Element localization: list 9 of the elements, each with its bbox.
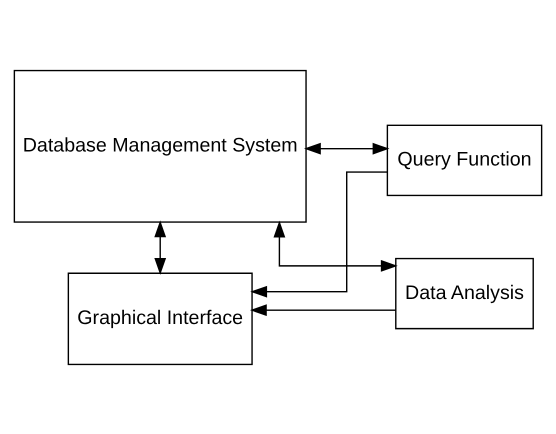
- arrow: [250, 304, 396, 316]
- arrow: [154, 220, 166, 274]
- arrow: [304, 142, 390, 154]
- arrow: [274, 220, 398, 272]
- arrow: [250, 170, 388, 298]
- node-box: Database Management System: [14, 69, 307, 222]
- node-box: Graphical Interface: [68, 272, 253, 365]
- node-box: Query Function: [386, 124, 542, 196]
- node-box: Data Analysis: [395, 257, 534, 329]
